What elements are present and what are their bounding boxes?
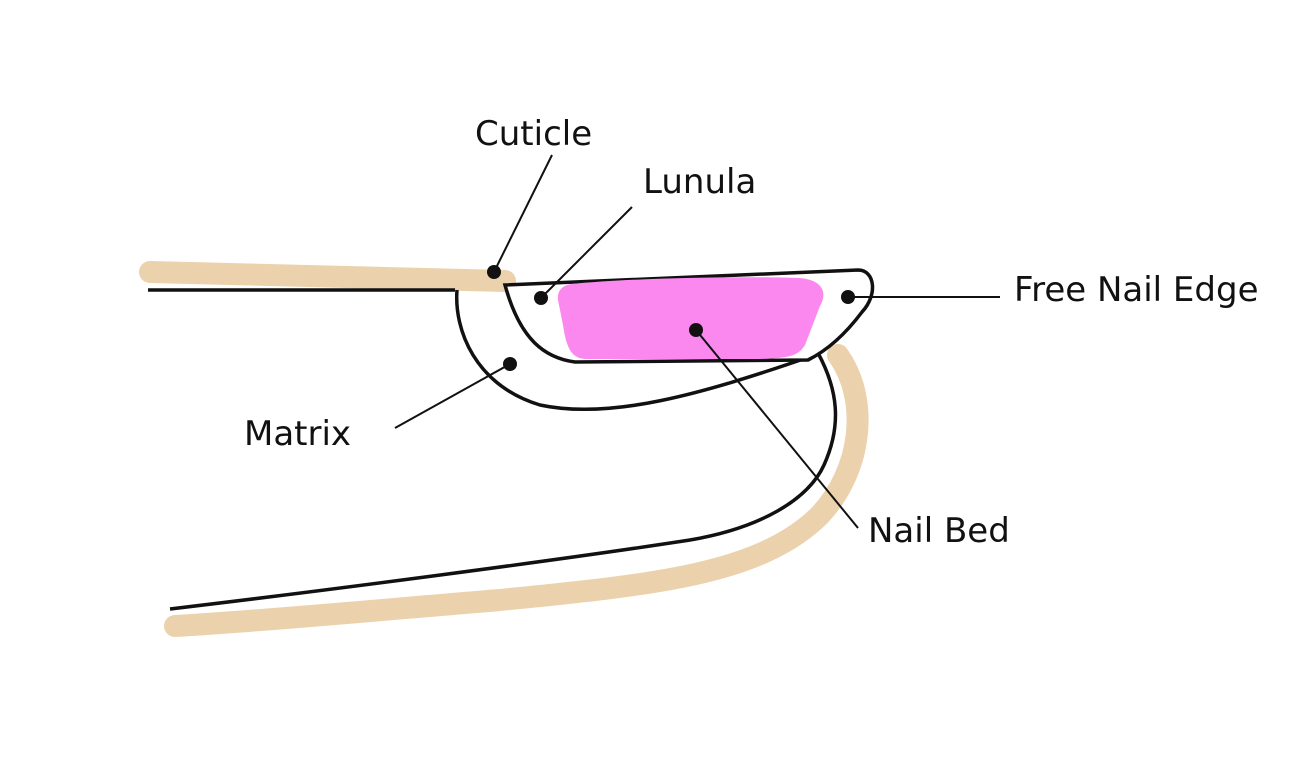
nail-bed-label: Nail Bed — [868, 511, 1010, 551]
upper-skin-band — [139, 261, 516, 292]
free-nail-edge-marker-dot — [841, 290, 855, 304]
fingertip-skin-band — [164, 344, 869, 637]
lunula-leader-line — [540, 206, 633, 299]
matrix-outline — [454, 289, 816, 412]
matrix-label: Matrix — [244, 414, 351, 454]
lunula-marker-dot — [534, 291, 548, 305]
matrix-leader-line — [394, 363, 511, 429]
nail-bed-marker-dot — [689, 323, 703, 337]
lunula-label: Lunula — [643, 162, 756, 202]
cuticle-marker-dot — [487, 265, 501, 279]
finger-bottom-outline — [169, 352, 838, 611]
cuticle-leader-line — [493, 154, 553, 273]
nail-bed-area — [557, 277, 824, 359]
cuticle-label: Cuticle — [475, 114, 592, 154]
free-nail-edge-label: Free Nail Edge — [1014, 270, 1259, 310]
matrix-marker-dot — [503, 357, 517, 371]
nail-bed-leader-line — [695, 329, 859, 529]
